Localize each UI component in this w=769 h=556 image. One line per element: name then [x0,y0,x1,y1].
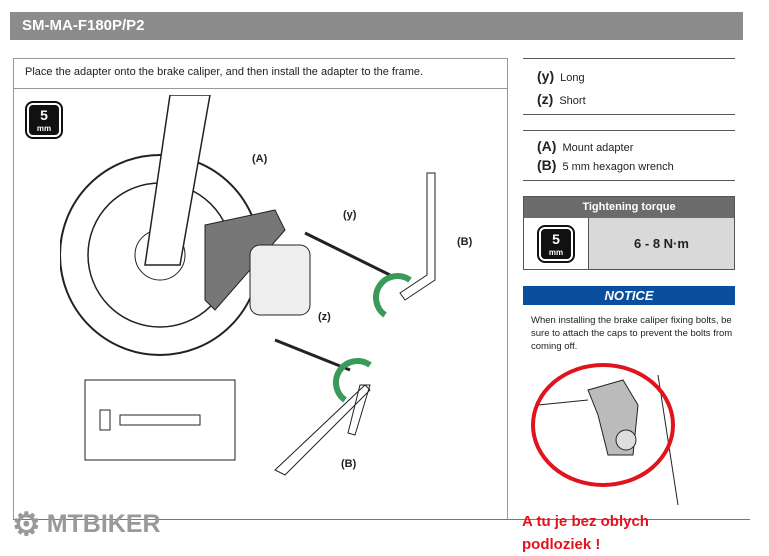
part-b: (B) 5 mm hexagon wrench [537,157,674,173]
divider [523,180,735,181]
caliper-cap-photo [531,363,679,505]
red-annotation: A tu je bez oblych podloziek ! [522,510,649,556]
watermark-text: MTBIKER [46,509,161,538]
badge-unit: mm [548,248,564,257]
label-a: (A) [252,153,268,165]
part-a: (A) Mount adapter [537,138,633,154]
divider [523,130,735,131]
badge-number: 5 [40,107,48,123]
label-b-lower: (B) [341,458,357,470]
gear-icon: ⚙ [12,506,41,542]
label: Long [560,72,585,84]
instruction-text: Place the adapter onto the brake caliper… [25,66,424,78]
torque-title: Tightening torque [524,197,734,218]
badge-number: 5 [552,231,560,247]
notice-banner: NOTICE [523,286,735,305]
watermark-logo: ⚙ MTBIKER [12,505,161,543]
torque-value: 6 - 8 N·m [589,218,734,269]
notice-text: When installing the brake caliper fixing… [531,315,733,352]
bolt-y: (y) Long [537,68,585,84]
key: (y) [537,68,555,84]
label-b-upper: (B) [457,236,473,248]
label: Short [559,95,586,107]
badge-unit: mm [36,124,52,133]
bolt-z: (z) Short [537,91,586,107]
brake-installation-diagram [60,95,436,476]
key: (B) [537,157,557,173]
label-y: (y) [343,209,357,221]
divider [523,114,735,115]
key: (z) [537,91,554,107]
divider [13,519,750,520]
annotation-line: podloziek ! [522,536,601,553]
document-header: SM-MA-F180P/P2 [10,12,743,40]
divider [523,58,735,59]
annotation-line: A tu je bez oblych [522,513,649,530]
divider [13,88,508,89]
label: Mount adapter [562,142,634,154]
label: 5 mm hexagon wrench [562,161,674,173]
key: (A) [537,138,557,154]
red-circle-annotation [531,363,675,487]
label-z: (z) [318,311,331,323]
